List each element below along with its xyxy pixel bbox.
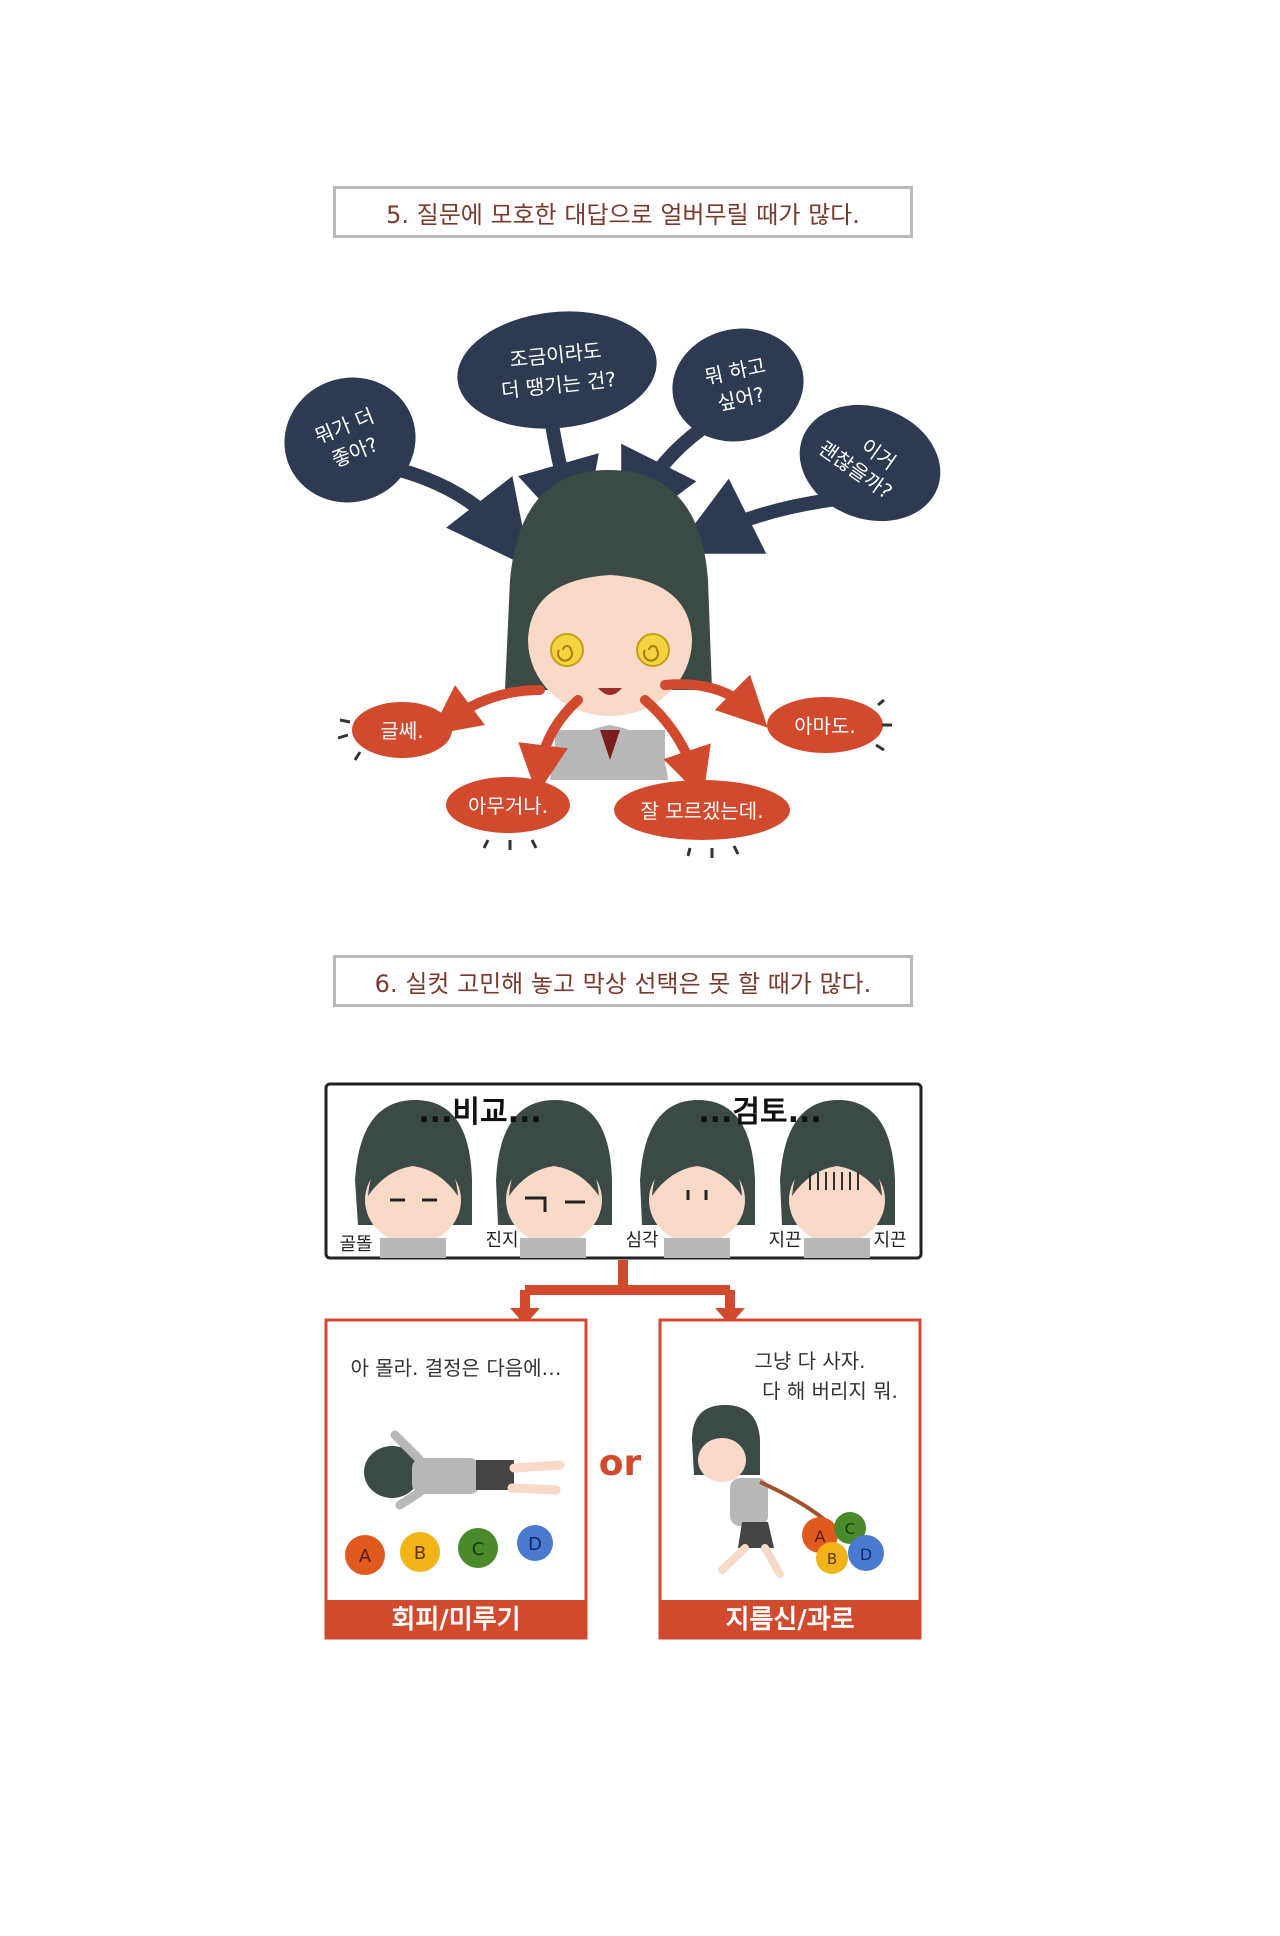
answer-3: 아무거나. [468,794,548,818]
answer-bubble-3: 아무거나. [446,777,570,850]
avoid-ball-a: A [345,1535,385,1575]
svg-text:C: C [472,1539,485,1560]
lying-figure [364,1430,565,1510]
svg-text:D: D [528,1534,542,1555]
impulse-ball-b: B [816,1542,848,1574]
svg-text:D: D [860,1545,872,1564]
svg-text:B: B [827,1550,837,1568]
or-label: or [599,1443,642,1484]
impulse-speech-line-1: 그냥 다 사자. [754,1349,865,1373]
impulse-ball-d: D [848,1535,884,1571]
section6-title-box: 6. 실컷 고민해 놓고 막상 선택은 못 할 때가 많다. [333,955,913,1007]
avoid-footer: 회피/미루기 [391,1605,520,1635]
avoid-ball-b: B [400,1532,440,1572]
svg-text:B: B [414,1543,426,1564]
svg-text:A: A [815,1527,826,1546]
walking-figure [692,1405,827,1578]
face-label-3: 심각 [625,1230,658,1251]
thinking-panel: ...비교... ...검토... 골똘 진지 심각 지끈 지끈 [324,1082,923,1260]
review-label: ...검토... [698,1095,822,1130]
compare-label: ...비교... [418,1095,542,1130]
avoid-ball-d: D [517,1525,553,1561]
avoid-ball-c: C [458,1528,498,1568]
answer-1: 글쎄. [380,719,423,743]
section5-title: 5. 질문에 모호한 대답으로 얼버무릴 때가 많다. [386,200,860,229]
branch-connector [510,1260,745,1325]
impulse-speech-line-2: 다 해 버리지 뭐. [762,1379,898,1403]
face-3 [640,1100,755,1258]
svg-text:C: C [845,1520,855,1538]
answer-bubble-1: 글쎄. [337,702,452,761]
section6-title: 6. 실컷 고민해 놓고 막상 선택은 못 할 때가 많다. [374,969,872,998]
face-label-2: 진지 [485,1230,518,1251]
section5-title-box: 5. 질문에 모호한 대답으로 얼버무릴 때가 많다. [333,186,913,238]
impulse-panel: 그냥 다 사자. 다 해 버리지 뭐. 지름신/과로 A C B D [658,1318,922,1640]
character-confused [505,470,712,780]
face-1 [355,1100,472,1258]
face-2 [496,1100,612,1258]
face-label-4: 지끈 [768,1230,801,1251]
avoid-panel: 아 몰라. 결정은 다음에… 회피/미루기 A B C D [324,1318,588,1640]
question-bubble-2: 조금이라도 더 땡기는 건? [457,311,657,429]
answer-bubble-4: 잘 모르겠는데. [614,780,790,858]
impulse-footer: 지름신/과로 [725,1605,854,1635]
answer-bubble-2: 아마도. [767,697,892,753]
question-bubble-4: 이거 괜찮을까? [799,404,941,522]
answer-2: 아마도. [794,714,856,738]
face-label-5: 지끈 [873,1230,906,1251]
face-4 [780,1100,895,1258]
question-bubble-3: 뭐 하고 싶어? [672,328,804,442]
impulse-ball-c: C [834,1512,866,1544]
face-label-1: 골똘 [339,1234,372,1255]
svg-text:A: A [359,1546,372,1567]
answer-arrows [429,674,768,799]
question-bubble-1: 뭐가 더 좋아? [284,377,416,503]
avoid-speech: 아 몰라. 결정은 다음에… [350,1356,561,1380]
answer-4: 잘 모르겠는데. [640,799,763,823]
